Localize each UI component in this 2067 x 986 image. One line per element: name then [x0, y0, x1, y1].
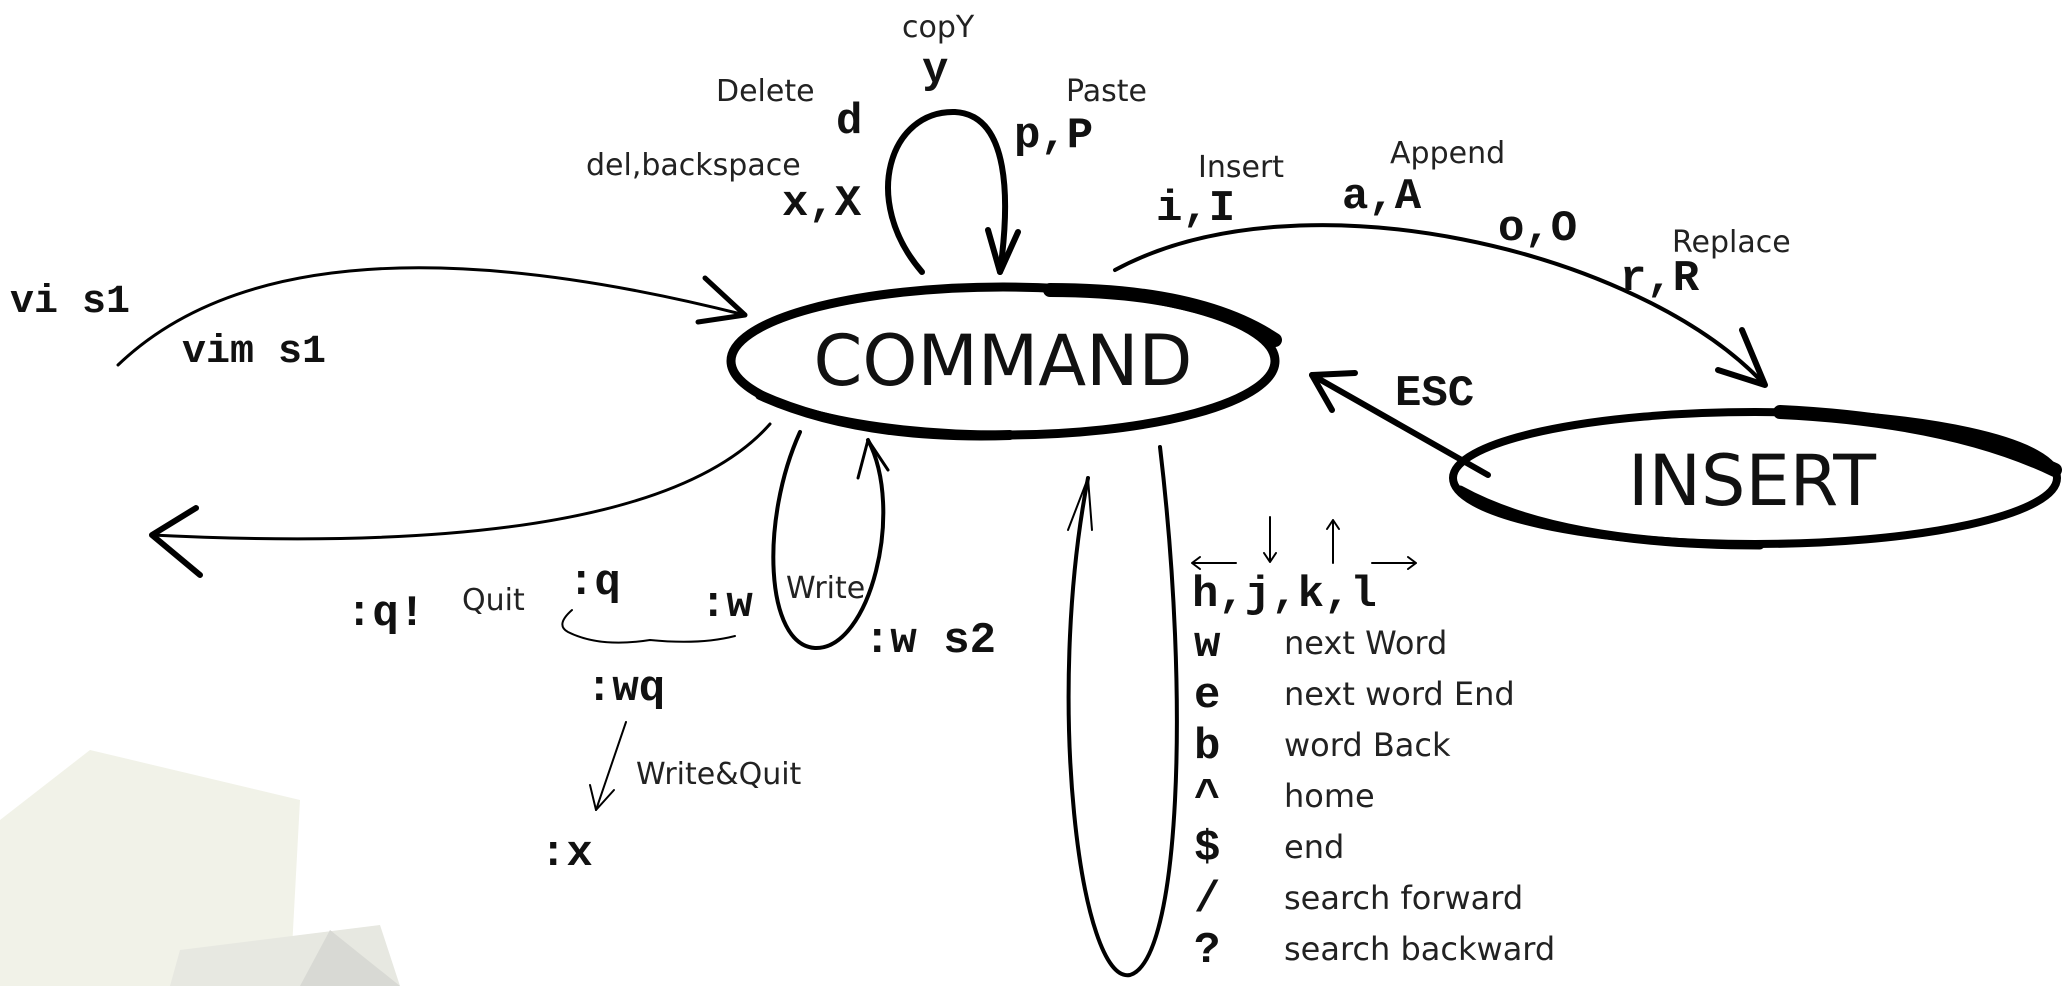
- delete-label: Delete: [716, 74, 815, 109]
- motion-key: b: [1194, 722, 1220, 772]
- quit-command: :q: [568, 558, 621, 608]
- motion-description: next Word: [1284, 624, 1447, 662]
- delchar-label: del,backspace: [586, 148, 801, 183]
- force-quit-command: :q!: [346, 589, 425, 639]
- append-label: Append: [1390, 136, 1505, 171]
- open-keys: o,O: [1498, 204, 1577, 254]
- motion-description: search backward: [1284, 930, 1555, 968]
- paste-keys: p,P: [1014, 111, 1093, 161]
- motion-key: w: [1194, 620, 1221, 670]
- motion-description: word Back: [1284, 726, 1451, 764]
- append-keys: a,A: [1342, 172, 1422, 222]
- write-as-command: :w s2: [864, 616, 996, 666]
- insert-label: Insert: [1198, 150, 1284, 185]
- launch-arrow: [116, 266, 748, 367]
- insert-state: INSERT: [1449, 405, 2062, 550]
- write-quit-command: :wq: [586, 664, 665, 714]
- motion-loop-arrow: [1066, 445, 1179, 978]
- write-label: Write: [786, 571, 865, 606]
- quit-write-brace: [561, 609, 736, 644]
- quit-label: Quit: [462, 583, 525, 618]
- command-state: COMMAND: [726, 282, 1282, 441]
- write-loop-arrow: [771, 430, 890, 651]
- launch-command-vim: vim s1: [182, 330, 326, 375]
- replace-keys: r,R: [1620, 254, 1700, 304]
- copy-label: copY: [902, 10, 975, 45]
- insert-state-label: INSERT: [1628, 440, 1876, 522]
- command-state-label: COMMAND: [814, 320, 1193, 402]
- edit-loop-arrow: [885, 108, 1021, 275]
- motion-key: $: [1194, 824, 1220, 874]
- copy-key: y: [922, 46, 948, 96]
- exit-command: :x: [540, 829, 593, 879]
- write-command: :w: [700, 580, 753, 630]
- quit-arrow: [149, 422, 772, 578]
- write-quit-arrow: [589, 721, 627, 811]
- motion-key: ^: [1194, 773, 1220, 823]
- motion-description: end: [1284, 828, 1344, 866]
- escape-key: ESC: [1395, 369, 1474, 419]
- motion-keys: h,j,k,l: [1192, 570, 1377, 620]
- motion-key: /: [1194, 875, 1220, 925]
- launch-command-vi: vi s1: [10, 280, 130, 325]
- motion-key: e: [1194, 671, 1220, 721]
- motion-list: w next Word e next word End b word Back ^ home $…: [1194, 620, 1555, 976]
- motion-description: home: [1284, 777, 1375, 815]
- escape-arrow: [1309, 370, 1491, 478]
- write-quit-label: Write&Quit: [636, 757, 802, 792]
- motion-description: next word End: [1284, 675, 1515, 713]
- hjkl-arrows: [1191, 516, 1417, 570]
- delchar-keys: x,X: [782, 179, 862, 229]
- paste-label: Paste: [1066, 74, 1147, 109]
- delete-key: d: [836, 97, 862, 147]
- to-insert-arrow: [1113, 223, 1768, 388]
- motion-description: search forward: [1284, 879, 1523, 917]
- insert-keys: i,I: [1156, 184, 1235, 234]
- replace-label: Replace: [1672, 225, 1791, 260]
- background-decoration: [0, 750, 400, 986]
- motion-key: ?: [1194, 926, 1220, 976]
